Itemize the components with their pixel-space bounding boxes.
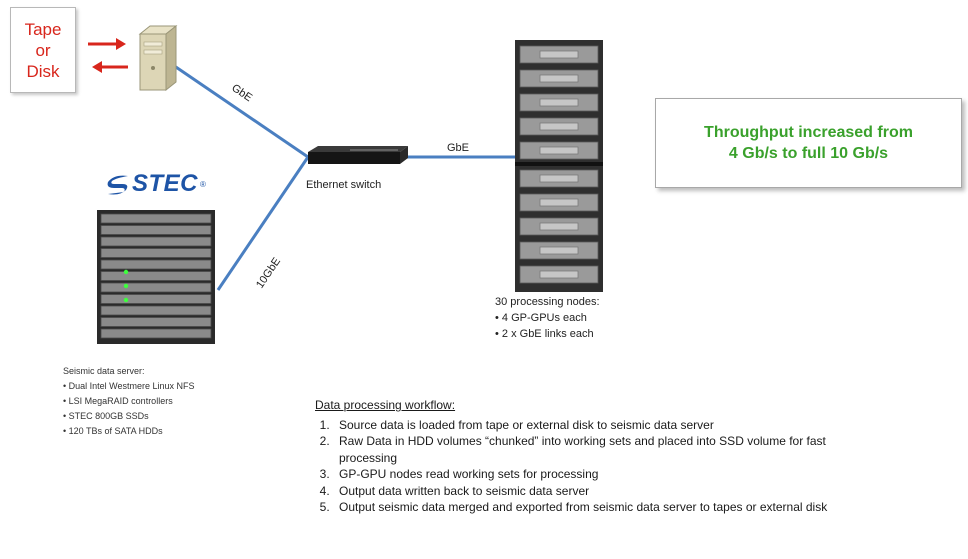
workflow-step: Output seismic data merged and exported …: [333, 499, 875, 516]
processing-nodes-title: 30 processing nodes:: [495, 296, 600, 308]
workflow-step: Raw Data in HDD volumes “chunked” into w…: [333, 433, 875, 466]
node-drive-bay: [539, 74, 579, 83]
node-drive-bay: [539, 98, 579, 107]
storage-drive-slot: [100, 282, 212, 293]
switch-label: Ethernet switch: [306, 179, 382, 191]
workflow-step: GP-GPU nodes read working sets for proce…: [333, 466, 875, 483]
storage-drive-slot: [100, 259, 212, 270]
storage-drive-slot: [100, 328, 212, 339]
seismic-server-description: Seismic data server: • Dual Intel Westme…: [63, 364, 195, 439]
node-drive-bay: [539, 122, 579, 131]
node-drive-bay: [539, 174, 579, 183]
storage-drive-slot: [100, 317, 212, 327]
processing-nodes-description: 30 processing nodes: • 4 GP-GPUs each • …: [495, 294, 600, 342]
arrow-right-icon: [88, 38, 126, 50]
workflow-step: Source data is loaded from tape or exter…: [333, 417, 875, 434]
callout-line-2: 4 Gb/s to full 10 Gb/s: [728, 145, 889, 162]
storage-drive-slot: [100, 271, 212, 281]
stec-logo: STEC ®: [104, 170, 206, 198]
link-storage-to-switch: [216, 156, 310, 291]
tape-or-disk-box: Tape or Disk: [10, 7, 76, 93]
storage-drive-slot: [100, 294, 212, 304]
seismic-server-item: • STEC 800GB SSDs: [63, 411, 149, 421]
workflow-title: Data processing workflow:: [315, 398, 456, 412]
workflow-steps: Source data is loaded from tape or exter…: [315, 417, 875, 516]
ethernet-switch-icon: [308, 146, 408, 164]
seismic-server-title: Seismic data server:: [63, 366, 145, 376]
storage-drive-slot: [100, 305, 212, 316]
workflow-section: Data processing workflow: Source data is…: [315, 397, 875, 516]
storage-drive-slot: [100, 213, 212, 224]
node-drive-bay: [539, 246, 579, 255]
node-drive-bay: [539, 50, 579, 59]
source-label-line-2: or: [35, 40, 51, 60]
stec-logo-registered: ®: [200, 179, 206, 189]
stec-logo-mark-icon: [107, 175, 128, 195]
callout-line-1: Throughput increased from: [704, 124, 913, 141]
seismic-data-server-rack-icon: [97, 210, 215, 344]
storage-drive-slot: [100, 236, 212, 247]
node-drive-bay: [539, 222, 579, 231]
workflow-step: Output data written back to seismic data…: [333, 483, 875, 500]
source-label-line-1: Tape: [24, 19, 62, 39]
node-drive-bay: [539, 198, 579, 207]
processing-nodes-rack-icon: [515, 40, 603, 292]
throughput-callout: Throughput increased from 4 Gb/s to full…: [655, 98, 962, 188]
seismic-server-item: • LSI MegaRAID controllers: [63, 396, 173, 406]
link-server-to-switch: [169, 61, 309, 159]
processing-nodes-item: • 4 GP-GPUs each: [495, 312, 587, 324]
processing-nodes-item: • 2 x GbE links each: [495, 328, 594, 340]
storage-drive-slot: [100, 248, 212, 258]
storage-drive-slot: [100, 225, 212, 235]
source-label-line-3: Disk: [26, 61, 60, 81]
seismic-server-item: • 120 TBs of SATA HDDs: [63, 426, 163, 436]
seismic-server-item: • Dual Intel Westmere Linux NFS: [63, 381, 195, 391]
node-drive-bay: [539, 270, 579, 279]
source-server-icon: [138, 24, 178, 92]
link-label-to-nodes: GbE: [447, 142, 470, 154]
node-drive-bay: [539, 146, 579, 155]
arrow-left-icon: [92, 61, 128, 73]
stec-logo-text: STEC: [132, 170, 199, 197]
